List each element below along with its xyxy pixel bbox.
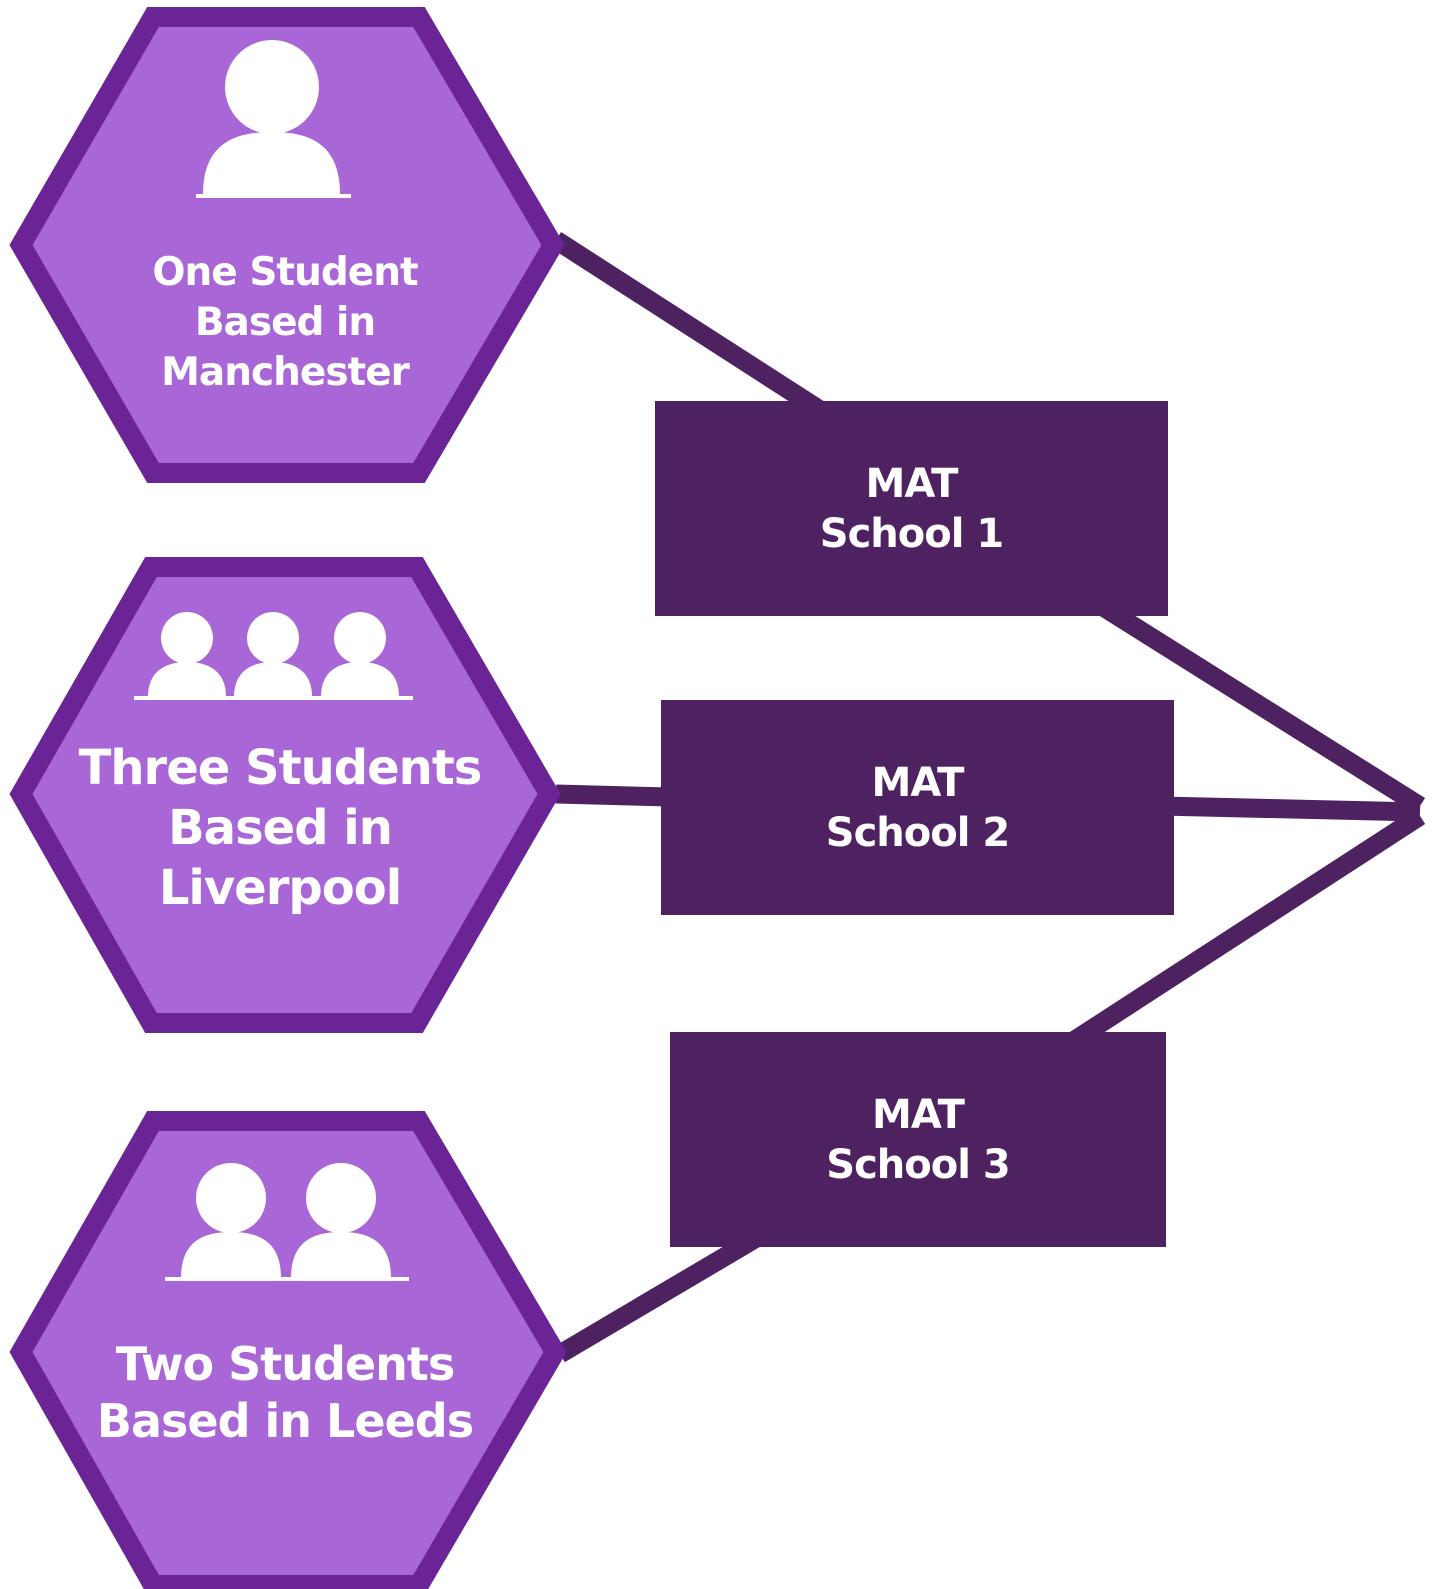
single-person-icon — [196, 40, 351, 198]
two-people-icon — [165, 1163, 409, 1281]
three-people-icon — [134, 612, 413, 700]
group-label-leeds: Two Students Based in Leeds — [96, 1337, 474, 1448]
connector-school3-hub — [1069, 808, 1426, 1048]
connector-leeds-school3 — [555, 1221, 775, 1363]
group-label-manchester: One Student Based in Manchester — [152, 250, 418, 395]
connector-liverpool-school2 — [555, 784, 671, 807]
school-box-1: MAT School 1 — [655, 401, 1168, 616]
hexagon-leeds — [9, 1111, 567, 1589]
school-label-3: MAT School 3 — [826, 1091, 1010, 1188]
school-label-1: MAT School 1 — [819, 460, 1004, 557]
school-box-2: MAT School 2 — [661, 700, 1174, 915]
connector-school2-hub — [1159, 796, 1421, 822]
connector-school1-hub — [1094, 596, 1426, 815]
school-label-2: MAT School 2 — [825, 759, 1010, 856]
school-box-3: MAT School 3 — [670, 1032, 1166, 1247]
hexagon-manchester — [9, 7, 565, 483]
connector-manchester-school1 — [550, 232, 826, 418]
group-label-liverpool: Three Students Based in Liverpool — [78, 740, 483, 916]
